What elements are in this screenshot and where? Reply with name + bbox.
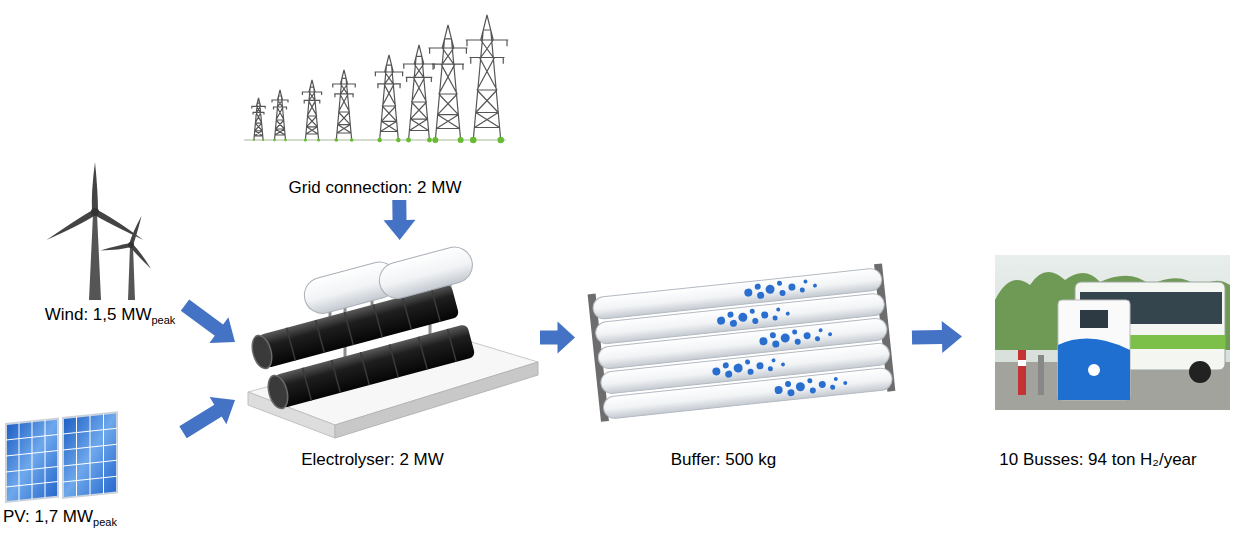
node-label: PV: 1,7 MW: [3, 507, 93, 526]
node-label: Electrolyser: 2 MW: [301, 450, 444, 469]
wind-turbines-part-part: [129, 215, 144, 246]
electrolyser-picture: [248, 243, 538, 438]
hydrogen-buffer-picture-part-part: [602, 367, 893, 419]
label-line: 10 Busses: 94 ton H₂/year: [962, 450, 1234, 470]
hydrogen-buffer-picture-part-part: [716, 305, 790, 329]
label-text: Grid connection: 2 MW: [289, 178, 462, 198]
subscript-text: peak: [93, 516, 117, 528]
power-pylons-part: [332, 70, 356, 142]
power-pylons-part: [403, 45, 435, 142]
wind-turbines-part-part: [128, 242, 134, 248]
bus-station-picture-part: [1018, 360, 1026, 366]
solar-panels-part-part: [63, 412, 117, 498]
electrolyser-picture-part: [375, 243, 476, 302]
bus-station-picture-part: [1080, 310, 1108, 328]
electrolyser-picture-part: [265, 324, 476, 411]
subscript-text: peak: [151, 314, 175, 326]
grid-connection-node: Grid connection: 2 MW: [240, 0, 510, 200]
electrolyser-picture-part-part: [303, 329, 457, 401]
hydrogen-buffer-picture: [588, 263, 896, 421]
solar-panels-part: [6, 419, 58, 502]
solar-panels-part-part: [6, 419, 58, 502]
power-pylons-part: [466, 15, 509, 143]
power-pylons: [244, 15, 508, 143]
electrolyser-picture-part-part: [274, 324, 476, 409]
wind-turbines-part-part: [45, 209, 97, 242]
bus-node: 10 Busses: 94 ton H₂/year: [962, 250, 1234, 472]
wind-turbines-part: [128, 246, 135, 300]
wind-turbines-part-part: [129, 244, 152, 270]
label-text: Electrolyser: 2 MW: [301, 450, 444, 470]
hydrogen-buffer-picture-part-part: [759, 326, 833, 350]
power-pylons-part: [375, 55, 404, 142]
label-line: Electrolyser: 2 MW: [235, 450, 540, 470]
hydrogen-buffer-picture-part-part: [711, 356, 785, 380]
wind-turbines: [45, 162, 153, 300]
power-pylons-part: [428, 25, 467, 143]
electrolyser-node: Electrolyser: 2 MW: [235, 240, 540, 472]
bus-station-picture-part: [1018, 350, 1026, 395]
bus-station-picture-part: [1058, 300, 1130, 400]
node-label: Grid connection: 2 MW: [289, 178, 462, 197]
bus-station-picture: [995, 255, 1230, 410]
label-text: PV: 1,7 MWpeak: [3, 507, 117, 528]
power-pylons-part: [244, 139, 506, 141]
node-label: Buffer: 500 kg: [671, 450, 777, 469]
power-pylons-part: [251, 98, 265, 141]
label-text: Buffer: 500 kg: [671, 450, 777, 470]
label-line: Wind: 1,5 MWpeak: [35, 305, 185, 326]
bus-station-picture-part: [1038, 355, 1044, 395]
wind-turbines-part: [45, 162, 145, 243]
wind-turbines-part-part: [91, 208, 99, 216]
flow-arrow: [179, 397, 235, 438]
label-line: Grid connection: 2 MW: [240, 178, 510, 198]
flow-arrow: [384, 200, 416, 240]
label-text: Wind: 1,5 MWpeak: [45, 305, 176, 326]
bus-station-picture-part: [1058, 339, 1130, 400]
solar-panels-part: [63, 412, 117, 498]
label-line: PV: 1,7 MWpeak: [0, 507, 183, 528]
wind-turbines-part-part: [92, 162, 98, 212]
power-pylons-part: [302, 80, 322, 142]
pv-node: PV: 1,7 MWpeak: [0, 405, 183, 529]
hydrogen-buffer-picture-part-part: [774, 374, 848, 398]
electrolyser-picture-part-part: [249, 333, 275, 371]
node-label: 10 Busses: 94 ton H₂/year: [999, 450, 1196, 469]
flow-arrow: [912, 321, 962, 353]
label-text: 10 Busses: 94 ton H₂/year: [999, 450, 1196, 470]
solar-panels: [6, 412, 117, 502]
solar-panels-part-part: [63, 412, 117, 498]
label-line: Buffer: 500 kg: [575, 450, 912, 470]
wind-node: Wind: 1,5 MWpeak: [35, 165, 185, 328]
bus-station-picture-part: [1088, 364, 1100, 376]
electrolyser-picture-part-part: [265, 373, 291, 411]
flow-arrow: [540, 322, 575, 354]
buffer-node: Buffer: 500 kg: [575, 255, 912, 472]
wind-turbines-part: [89, 214, 101, 300]
electrolyser-picture-part-part: [375, 243, 476, 302]
wind-turbines-part: [100, 215, 153, 270]
hydrogen-buffer-picture-part-part: [743, 277, 817, 301]
hydrogen-buffer-picture-part: [588, 263, 896, 421]
wind-turbines-part-part: [100, 243, 131, 253]
power-pylons-part: [272, 90, 289, 141]
node-label: Wind: 1,5 MW: [45, 305, 152, 324]
bus-station-picture-part: [1189, 361, 1211, 383]
solar-panels-part-part: [6, 419, 58, 502]
bus-station-picture-part: [995, 255, 1230, 410]
flow-arrow: [181, 300, 235, 344]
